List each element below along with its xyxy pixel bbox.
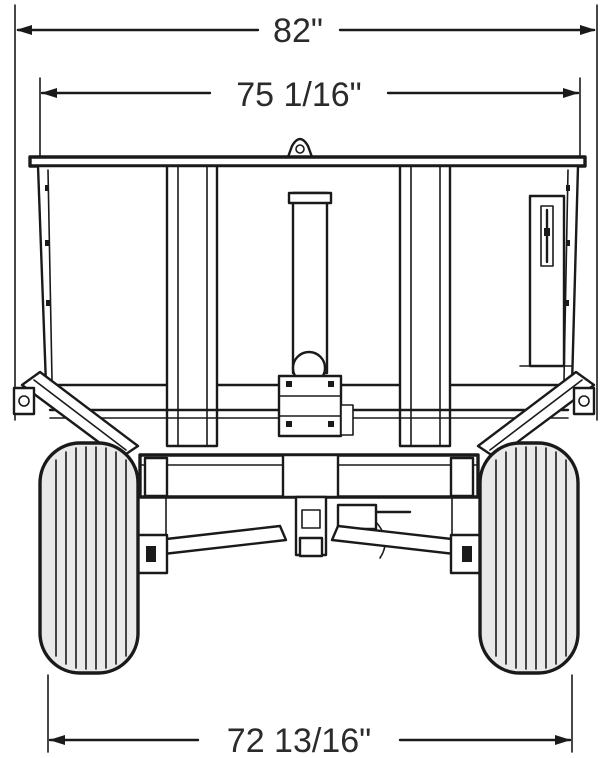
bed-width-dimension: 75 1/16" <box>39 76 581 166</box>
cylinder-bracket-bolt-1 <box>286 381 292 387</box>
tailgate-latch-bolt <box>544 228 550 236</box>
crossmember-end-left <box>143 456 169 498</box>
tire-left-tread <box>55 446 127 670</box>
crossmember-end-right <box>449 456 475 498</box>
hydraulic-cylinder <box>277 191 354 438</box>
tire-right <box>478 441 580 675</box>
hinge-bracket-right <box>476 370 596 460</box>
cylinder-cap <box>287 191 333 205</box>
tire-right-tread <box>495 446 567 670</box>
stiffener-left-outer <box>165 164 219 448</box>
bed-width-arrow-left <box>41 88 57 98</box>
hinge-bracket-left <box>12 370 140 460</box>
hinge-pin-left <box>12 386 36 416</box>
hinge-pin-right <box>572 386 596 416</box>
hinge-pin-left-bolt <box>18 395 30 407</box>
wheel-track-dimension: 72 13/16" <box>47 674 573 758</box>
wheel-track-label: 72 13/16" <box>227 722 371 758</box>
cylinder-side-lug <box>340 404 354 436</box>
cylinder-barrel <box>291 191 329 375</box>
stiffener-right-outer <box>398 164 452 448</box>
hinge-arm-right-inner <box>489 379 583 451</box>
bed-width-label: 75 1/16" <box>236 76 362 114</box>
jack-body <box>336 503 378 531</box>
tongue-plate <box>301 509 321 529</box>
tire-left-body <box>38 441 140 675</box>
overall-width-arrow-left <box>16 25 32 35</box>
rear-axle-frame <box>133 453 485 575</box>
hinge-arm-left-inner <box>33 379 127 451</box>
overall-width-label: 82" <box>273 12 323 50</box>
axle-center-block <box>281 453 340 499</box>
lifting-eye <box>286 137 314 159</box>
wheel-track-arrow-right <box>555 735 571 745</box>
tire-left <box>38 441 140 675</box>
overall-width-dimension: 82" <box>14 4 598 421</box>
hinge-pin-right-bolt <box>578 395 590 407</box>
lifting-eye-hole <box>295 144 305 154</box>
bed-top-rail <box>28 155 587 168</box>
cylinder-bracket-bolt-4 <box>328 421 334 427</box>
hub-left-nut <box>146 546 156 562</box>
bed-side-line-left <box>47 169 53 381</box>
cylinder-bracket-bolt-2 <box>328 381 334 387</box>
wheel-track-arrow-left <box>49 735 65 745</box>
bed-rivets-right <box>565 185 570 306</box>
bed-rivets-left <box>45 185 50 306</box>
tire-right-body <box>478 441 580 675</box>
hub-right-nut <box>462 546 472 562</box>
cylinder-bracket-bolt-3 <box>286 421 292 427</box>
tongue-coupler <box>298 536 324 558</box>
bed-width-arrow-right <box>563 88 579 98</box>
overall-width-arrow-right <box>580 25 596 35</box>
